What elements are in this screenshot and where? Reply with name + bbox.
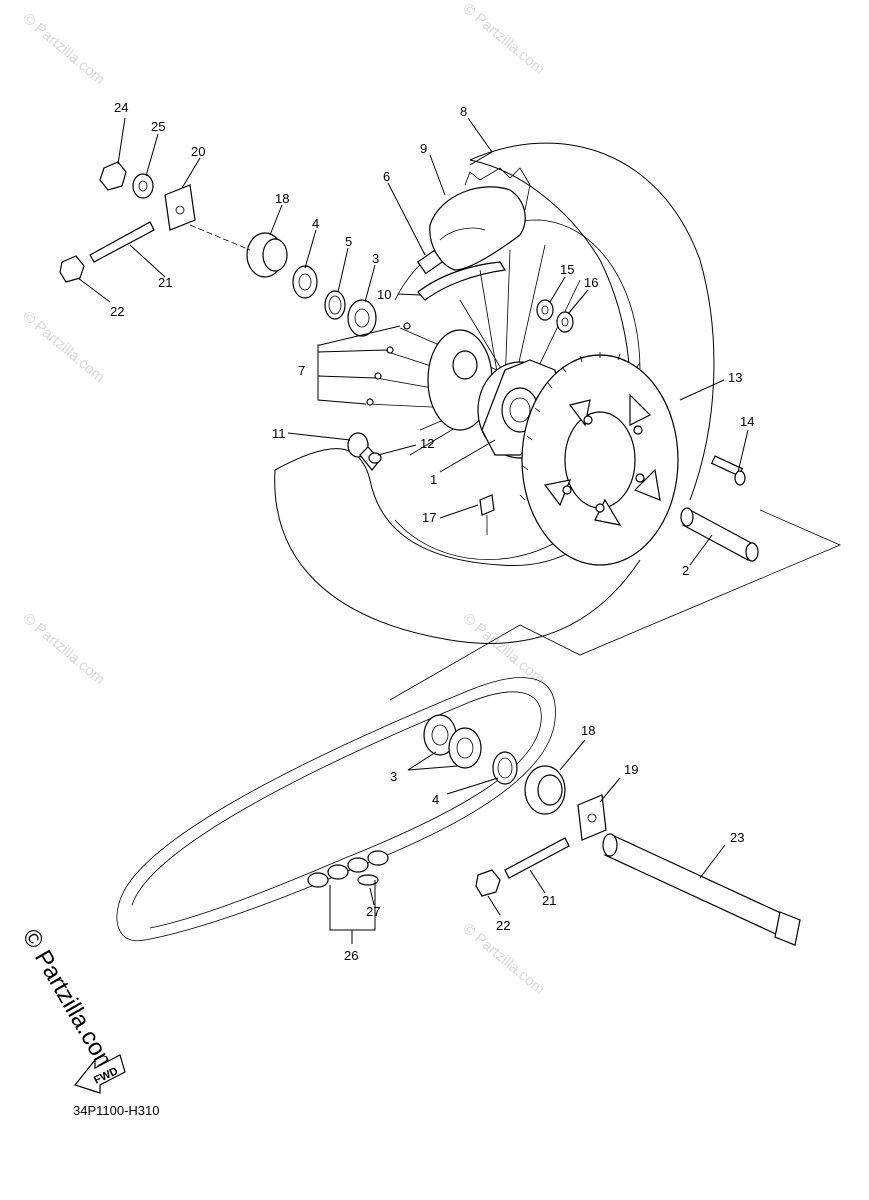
- callout-18b: 18: [581, 723, 595, 738]
- callout-3: 3: [372, 251, 379, 266]
- callout-14: 14: [740, 414, 754, 429]
- watermark-main: © Partzilla.com: [17, 925, 121, 1079]
- hub: [427, 329, 563, 459]
- watermark: © Partzilla.com: [19, 610, 107, 688]
- callouts: 24 25 20 18 4 5 3 6 9 8 10 7 11 12 1 13 …: [110, 100, 754, 963]
- tube: [429, 167, 531, 271]
- callout-13: 13: [728, 370, 742, 385]
- callout-16: 16: [584, 275, 598, 290]
- callout-26: 26: [344, 948, 358, 963]
- callout-18: 18: [275, 191, 289, 206]
- callout-4b: 4: [432, 792, 439, 807]
- master-link: [307, 850, 389, 888]
- callout-5: 5: [345, 234, 352, 249]
- callout-22: 22: [110, 304, 124, 319]
- callout-20: 20: [191, 144, 205, 159]
- callout-12: 12: [420, 436, 434, 451]
- axle-adjuster-right: [475, 794, 607, 897]
- watermark: © Partzilla.com: [19, 10, 107, 88]
- callout-21: 21: [158, 275, 172, 290]
- callout-15: 15: [560, 262, 574, 277]
- callout-3b: 3: [390, 769, 397, 784]
- callout-1: 1: [430, 472, 437, 487]
- left-side-parts: [246, 232, 377, 337]
- watermark: © Partzilla.com: [459, 610, 547, 688]
- callout-11: 11: [272, 426, 286, 441]
- callout-4: 4: [312, 216, 319, 231]
- callout-17: 17: [422, 510, 436, 525]
- right-side-parts: [423, 714, 566, 815]
- watermark: © Partzilla.com: [19, 308, 107, 386]
- callout-7: 7: [298, 363, 305, 378]
- rear-sprocket: [519, 352, 679, 566]
- rim-band: [417, 261, 507, 301]
- callout-6: 6: [383, 169, 390, 184]
- callout-9: 9: [420, 141, 427, 156]
- drawing-code: 34P1100-H310: [73, 1103, 160, 1118]
- watermark: © Partzilla.com: [459, 0, 547, 78]
- valve: [416, 249, 444, 275]
- wheel-axle: [602, 833, 801, 946]
- callout-24: 24: [114, 100, 128, 115]
- callout-21b: 21: [542, 893, 556, 908]
- balance-weight: [479, 494, 495, 535]
- drive-chain: [116, 677, 556, 942]
- axle-adjuster-left: [59, 161, 251, 283]
- sprocket-bolt: [710, 455, 746, 486]
- collar: [680, 507, 759, 562]
- leader-lines: [77, 117, 749, 944]
- callout-8: 8: [460, 104, 467, 119]
- callout-27: 27: [366, 904, 380, 919]
- watermarks: © Partzilla.com © Partzilla.com © Partzi…: [19, 0, 547, 998]
- callout-23: 23: [730, 830, 744, 845]
- callout-2: 2: [682, 563, 689, 578]
- section-outline: [389, 509, 842, 701]
- callout-19: 19: [624, 762, 638, 777]
- callout-22b: 22: [496, 918, 510, 933]
- tire: [274, 142, 715, 644]
- callout-10: 10: [377, 287, 391, 302]
- rim-lock: [347, 432, 382, 471]
- nut-15: [536, 299, 554, 321]
- washer-16: [556, 311, 574, 333]
- callout-25: 25: [151, 119, 165, 134]
